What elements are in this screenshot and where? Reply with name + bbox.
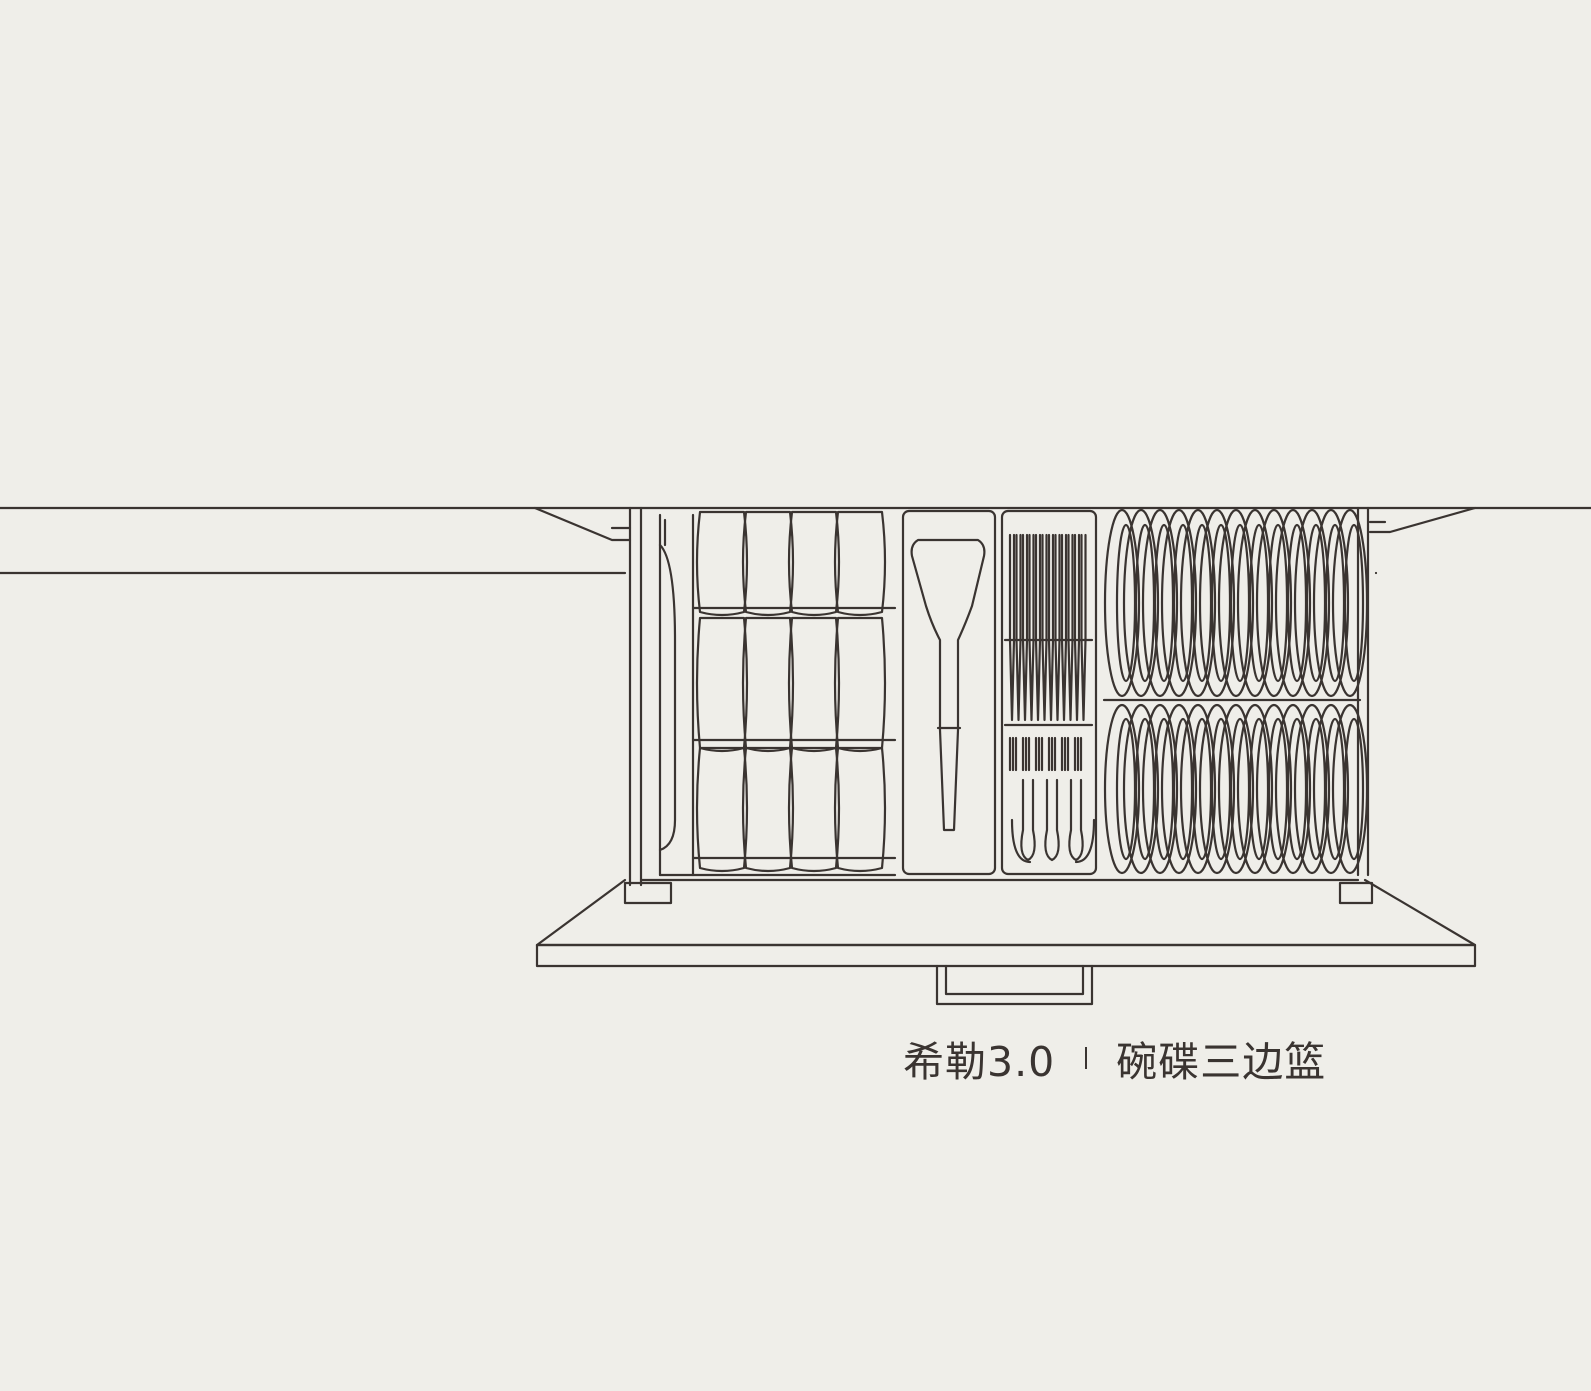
plate [1331,508,1369,698]
plate [1141,703,1179,875]
plate [1312,703,1350,875]
bowl-stack [695,510,887,873]
knife [1041,533,1048,722]
bowl [741,616,795,753]
plate [1274,703,1312,875]
bowl [833,616,887,753]
countertop [0,506,1591,575]
plate [1312,508,1350,698]
bowl [833,746,887,873]
plate-rim [1115,717,1137,861]
bowl [787,746,841,873]
knife [1073,533,1081,722]
drawer-frame [628,506,1370,887]
knife [1047,533,1055,722]
fork [1047,736,1057,772]
knife [1080,533,1087,722]
fork [1008,736,1018,772]
drawer-handle [935,964,1094,1006]
plate [1141,508,1179,698]
plate [1293,508,1331,698]
product-caption: 希勒3.0 碗碟三边篮 [903,1032,1326,1086]
knife [1015,533,1022,722]
knife [1008,533,1016,722]
fork-handle [1044,778,1060,862]
plate [1293,703,1331,875]
bowl [695,746,749,873]
drawer-front [535,878,1477,968]
plate [1274,508,1312,698]
plate [1179,703,1217,875]
fork-handle [1020,778,1036,862]
plate [1103,703,1141,875]
plate [1217,703,1255,875]
utensil-tray [901,509,1098,876]
knife [1028,533,1035,722]
knife [1021,533,1029,722]
fork [1021,736,1031,772]
plate [1236,703,1274,875]
fork [1034,736,1044,772]
bowl [833,510,887,617]
product-name: 碗碟三边篮 [1116,1038,1327,1086]
plate [1331,703,1369,875]
plate [1122,703,1160,875]
plate [1103,508,1141,698]
plate-rack [1102,508,1369,875]
plate [1255,508,1293,698]
plate-rim [1343,523,1365,683]
knife [1060,533,1068,722]
plate [1255,703,1293,875]
bowl [787,616,841,753]
caption-divider [1085,1047,1088,1069]
bowl [787,510,841,617]
plate [1160,703,1198,875]
spatula-icon [910,538,986,832]
fork [1073,736,1083,772]
knife [1034,533,1042,722]
bowl [695,510,749,617]
knife [1054,533,1061,722]
plate [1217,508,1255,698]
fork-handle [1068,778,1084,862]
plate-rim [1115,523,1137,683]
fork [1060,736,1070,772]
plate [1122,508,1160,698]
cutlery-set [1003,533,1096,864]
plate [1179,508,1217,698]
bowl [695,616,749,753]
model-name: 希勒3.0 [903,1038,1056,1086]
bowl [741,510,795,617]
bowl-rack [658,513,897,877]
plate [1236,508,1274,698]
bowl [741,746,795,873]
plate [1160,508,1198,698]
plate [1198,508,1236,698]
plate [1198,703,1236,875]
knife [1067,533,1074,722]
plate-rim [1343,717,1365,861]
